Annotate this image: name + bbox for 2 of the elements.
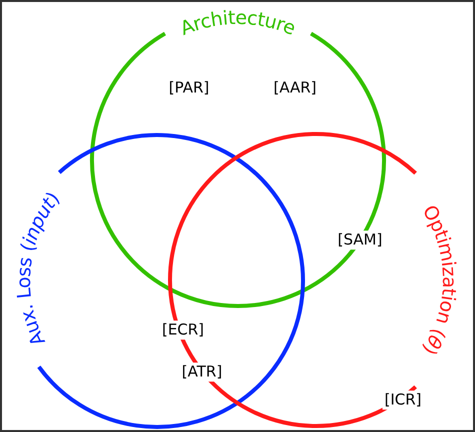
circle-label: Architecture	[177, 6, 299, 40]
region-label: [SAM]	[336, 230, 384, 250]
